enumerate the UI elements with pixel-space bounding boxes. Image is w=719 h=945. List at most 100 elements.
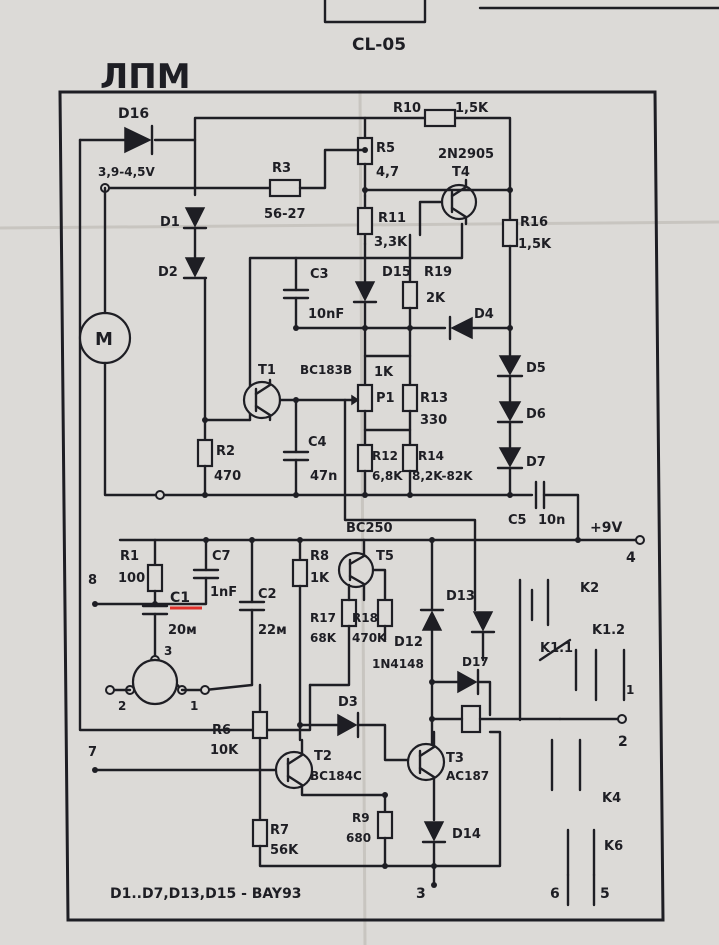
p1-value: 1K <box>374 365 394 380</box>
wire-d3-right <box>356 723 412 762</box>
c4-label: C4 <box>308 435 327 450</box>
junction-dot <box>202 417 208 423</box>
c5-value: 10n <box>538 513 565 528</box>
c2-label: C2 <box>258 587 277 602</box>
diode-d12 <box>421 610 443 631</box>
outer-frame <box>58 90 665 922</box>
k4-label: K4 <box>602 791 621 806</box>
transistor-t1 <box>242 380 282 420</box>
selector-switch <box>131 658 179 706</box>
r5-value: 4,7 <box>376 165 399 180</box>
junction-dot <box>507 492 513 498</box>
r17-value: 68K <box>310 631 337 645</box>
junction-dot <box>407 492 413 498</box>
junction-dot <box>429 716 435 722</box>
c1-value: 20м <box>168 623 197 638</box>
resistor-r16 <box>501 218 519 248</box>
terminal-7[interactable] <box>92 767 98 773</box>
adjacent-drawing-fragment <box>323 0 427 24</box>
resistor-r3 <box>268 178 302 198</box>
footer-note: D1..D7,D13,D15 - BAY93 <box>110 886 302 902</box>
terminal-8-label: 8 <box>88 573 97 588</box>
d2-label: D2 <box>158 265 178 280</box>
diode-d15 <box>354 281 376 302</box>
switch-1-label: 1 <box>190 699 198 713</box>
diode-d5 <box>498 355 522 376</box>
r11-value: 3,3K <box>374 235 408 250</box>
resistor-r11 <box>356 206 374 236</box>
r2-value: 470 <box>214 469 241 484</box>
r3-label: R3 <box>272 161 291 176</box>
wire-r17-bottom <box>308 624 351 687</box>
r8-value: 1K <box>310 571 330 586</box>
t3-emitter <box>418 766 436 822</box>
terminal-8[interactable] <box>92 601 98 607</box>
switch-3-label: 3 <box>164 644 172 658</box>
r2-label: R2 <box>216 444 235 459</box>
wire-motor-bottom <box>103 361 162 497</box>
diode-d4 <box>450 316 473 340</box>
c3-label: C3 <box>310 267 329 282</box>
junction-dot <box>382 863 388 869</box>
resistor-r7 <box>251 818 269 848</box>
diode-d13 <box>472 611 494 632</box>
t5-label: T5 <box>376 549 394 564</box>
resistor-r18 <box>376 598 394 628</box>
d12-value: 1N4148 <box>372 657 424 671</box>
wire-node-1 <box>180 683 254 692</box>
resistor-r2 <box>196 438 214 468</box>
r1-value: 100 <box>118 571 145 586</box>
r19-label: R19 <box>424 265 452 280</box>
d4-label: D4 <box>474 307 494 322</box>
p1-wiper <box>351 394 360 406</box>
terminal-right-1 <box>200 685 210 695</box>
diode-d17 <box>457 670 478 694</box>
t2-emitter <box>286 774 387 797</box>
junction-dot <box>431 863 437 869</box>
junction-dot <box>297 537 303 543</box>
top-label: CL-05 <box>352 35 406 55</box>
transistor-t3 <box>406 742 446 782</box>
terminal-right-1-label: 1 <box>626 683 634 697</box>
junction-dot <box>429 679 435 685</box>
t2-collector <box>286 738 304 766</box>
r19-value: 2K <box>426 291 446 306</box>
wire-t4-base <box>418 200 444 237</box>
r10-label: R10 <box>393 101 421 116</box>
wire-r10-right <box>453 116 512 222</box>
terminal-left-2 <box>105 685 115 695</box>
d6-label: D6 <box>526 407 546 422</box>
t4-collector <box>450 206 468 226</box>
r6-value: 10K <box>210 743 239 758</box>
r10-value: 1,5K <box>455 101 489 116</box>
r8-label: R8 <box>310 549 329 564</box>
wire-t4-collector <box>248 222 464 422</box>
r9-value: 680 <box>346 831 371 845</box>
terminal-4-label: 4 <box>626 550 636 566</box>
junction-dot <box>203 537 209 543</box>
terminal-plus9v[interactable] <box>635 535 645 545</box>
junction-dot <box>362 147 368 153</box>
motor-label: M <box>95 329 113 350</box>
terminal-7-label: 7 <box>88 745 97 760</box>
t1-collector <box>254 378 272 396</box>
transistor-t5 <box>337 551 375 589</box>
k6-label: K6 <box>604 839 623 854</box>
junction-dot <box>429 537 435 543</box>
t2-value: BC184C <box>310 769 362 783</box>
diode-d2 <box>184 257 206 278</box>
terminal-3[interactable] <box>431 882 437 888</box>
junction-dot <box>382 792 388 798</box>
d13-label: D13 <box>446 589 475 604</box>
r12-label: R12 <box>372 449 398 463</box>
d7-label: D7 <box>526 455 546 470</box>
k12-label: K1.2 <box>592 623 625 638</box>
terminal-2[interactable] <box>617 714 627 724</box>
d3-label: D3 <box>338 695 358 710</box>
r16-value: 1,5K <box>518 237 552 252</box>
junction-dot <box>362 325 368 331</box>
t5-emitter <box>348 538 366 566</box>
terminal-6-label: 6 <box>550 886 560 902</box>
r18-value: 470K <box>352 631 387 645</box>
